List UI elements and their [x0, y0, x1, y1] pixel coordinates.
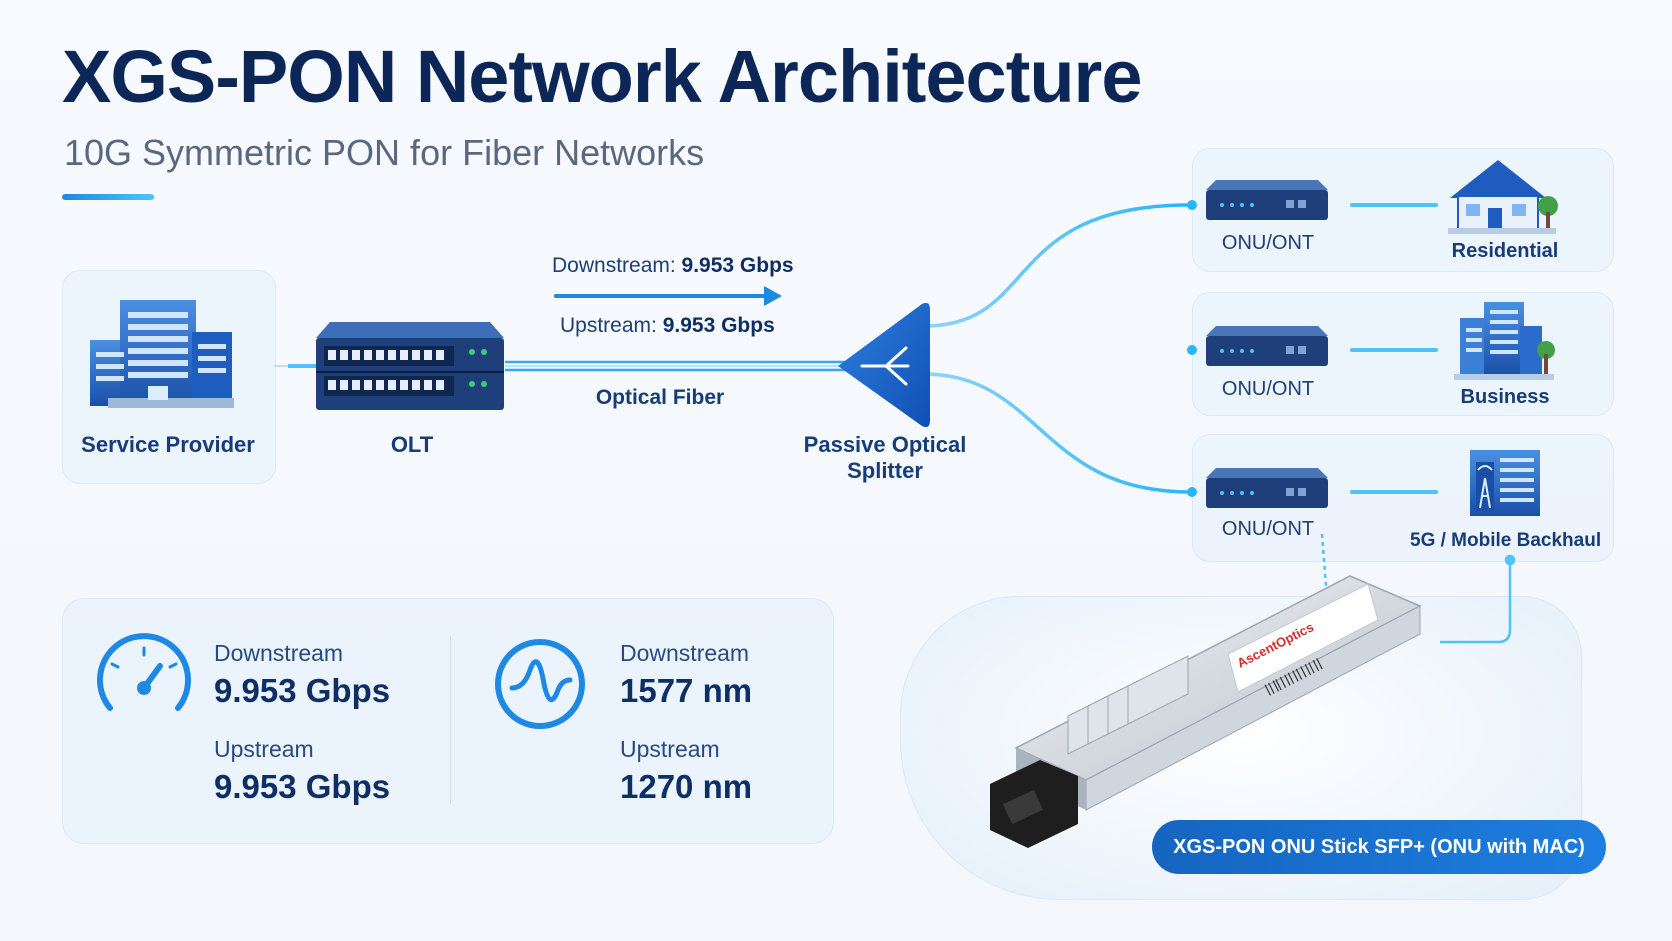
wavelength-upstream-caption: Upstream [620, 736, 720, 762]
olt-label: OLT [390, 432, 434, 457]
downstream-rate-value: 9.953 Gbps [681, 254, 794, 277]
page-title: XGS-PON Network Architecture [62, 35, 1143, 118]
wavelength-upstream-value: 1270 nm [620, 768, 753, 805]
branch-dots [1187, 200, 1197, 497]
olt-switch-icon [316, 322, 504, 410]
onu-device-icon [1206, 468, 1328, 508]
onu-label-mobile: ONU/ONT [1221, 518, 1315, 540]
upstream-rate-label: Upstream: 9.953 Gbps [560, 314, 775, 338]
branch-lines [922, 203, 1192, 494]
cell-tower-building-icon [1470, 450, 1540, 516]
downstream-rate-label: Downstream: 9.953 Gbps [552, 254, 794, 278]
onu-endpoint-links [1350, 203, 1438, 494]
speed-downstream-caption: Downstream [214, 640, 344, 666]
onu-device-icon [1206, 180, 1328, 220]
house-icon [1448, 160, 1558, 234]
office-tower-icon [1454, 302, 1555, 380]
optical-fiber-label: Optical Fiber [595, 386, 725, 409]
speedometer-icon [97, 633, 191, 711]
splitter-label: Passive Optical Splitter [803, 432, 967, 484]
upstream-rate-value: 9.953 Gbps [662, 314, 775, 337]
speed-upstream-caption: Upstream [214, 736, 314, 762]
stats-divider [450, 636, 451, 804]
page-subtitle: 10G Symmetric PON for Fiber Networks [64, 132, 705, 173]
sfp-module-caption: XGS-PON ONU Stick SFP+ (ONU with MAC) [1152, 820, 1606, 874]
waveform-icon [495, 639, 585, 729]
sfp-module-icon: AscentOptics [990, 575, 1422, 848]
downstream-prefix: Downstream: [552, 254, 682, 277]
stats-card [62, 598, 834, 844]
endpoint-mobile-backhaul: 5G / Mobile Backhaul [1410, 530, 1602, 551]
title-accent-bar [62, 194, 154, 200]
speed-upstream-value: 9.953 Gbps [214, 768, 391, 805]
onu-label-residential: ONU/ONT [1221, 232, 1315, 254]
downstream-arrow [554, 286, 782, 306]
optical-fiber-trunk [505, 360, 860, 372]
speed-downstream-value: 9.953 Gbps [214, 672, 391, 709]
onu-label-business: ONU/ONT [1221, 378, 1315, 400]
endpoint-business: Business [1460, 386, 1550, 408]
module-links [1320, 533, 1516, 644]
office-building-icon [90, 300, 234, 408]
wavelength-downstream-caption: Downstream [620, 640, 750, 666]
upstream-prefix: Upstream: [560, 314, 663, 337]
service-provider-label: Service Provider [81, 432, 255, 457]
wavelength-downstream-value: 1577 nm [620, 672, 753, 709]
splitter-icon [838, 302, 930, 428]
onu-device-icon [1206, 326, 1328, 366]
endpoint-residential: Residential [1451, 240, 1559, 262]
